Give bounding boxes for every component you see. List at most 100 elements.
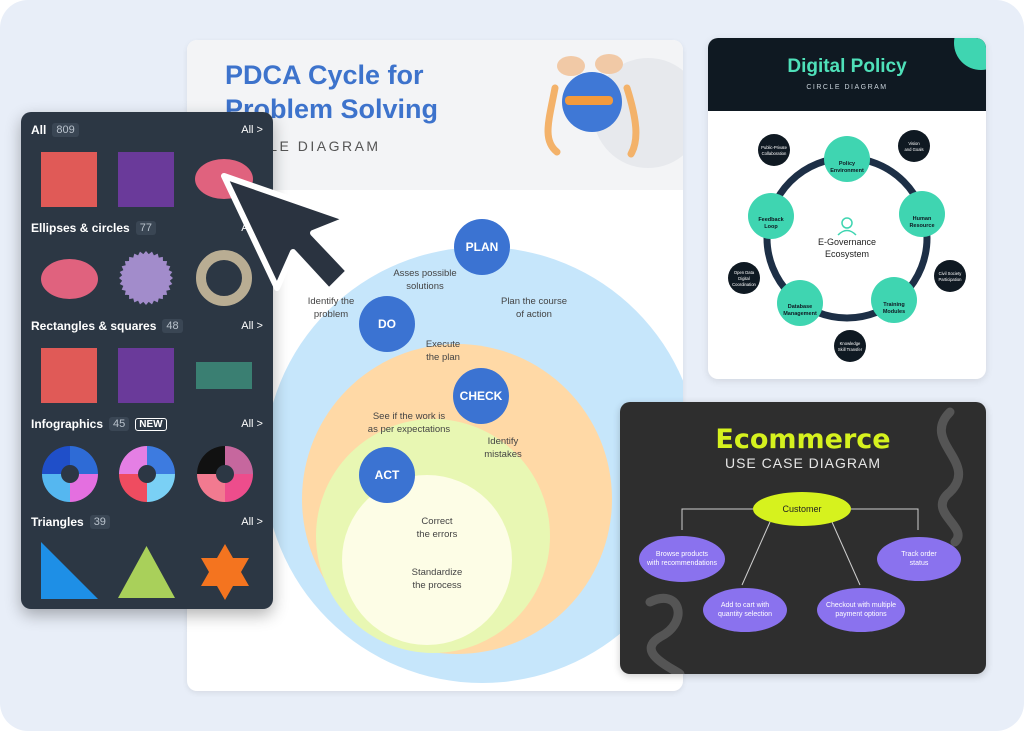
label-standardize-2: the process [412,580,461,591]
satellite-label: Public-Private [761,145,788,150]
do-node[interactable] [359,296,415,352]
label-see-2: as per expectations [368,424,451,435]
orange-star-shape[interactable] [197,542,253,602]
purple-square-shape[interactable] [118,152,174,207]
red-square-shape[interactable] [41,348,97,403]
donut-chart-pink-shape[interactable] [118,445,176,503]
label-plan-left: Asses possible [393,268,456,279]
act-node[interactable] [359,447,415,503]
satellite-label: Digital [738,276,750,281]
pink-ellipse-shape[interactable] [195,159,253,199]
use-case-add-to-cart[interactable] [703,588,787,632]
see-all-link[interactable]: All > [241,418,263,430]
ecom-title: Ecommerce [715,424,891,455]
donut-chart-black-shape[interactable] [196,445,254,503]
policy-header [708,38,986,111]
label-identify-2: problem [314,309,348,320]
policy-node-label: Human [913,216,932,222]
section-title: Rectangles & squares [31,319,157,333]
section-header-rectangles: Rectangles & squares 48 [31,317,183,335]
policy-node-label: Modules [883,309,905,315]
policy-diagram: E-Governance Ecosystem Policy Environmen… [728,130,966,362]
policy-node-human-resource[interactable] [899,191,945,237]
customer-node[interactable] [753,492,851,526]
policy-satellite-vision[interactable] [898,130,930,162]
policy-satellite-open-data[interactable] [728,262,760,294]
act-circle [342,475,512,645]
policy-node-label: Policy [839,161,856,167]
use-case-browse[interactable] [639,536,725,582]
label-mistakes-2: mistakes [484,449,522,460]
pdca-title-line1: PDCA Cycle for [225,60,424,90]
policy-node-label: Training [883,302,904,308]
check-node-label: CHECK [460,389,503,403]
policy-satellite-civil[interactable] [934,260,966,292]
section-title: Triangles [31,515,84,529]
policy-node-label: Environment [830,168,864,174]
person-icon [837,217,857,236]
see-all-link[interactable]: All > [241,222,263,234]
policy-satellite-public-private[interactable] [758,134,790,166]
use-case-label: payment options [835,611,887,618]
green-triangle-shape[interactable] [118,546,175,598]
use-case-label: Browse products [656,551,709,558]
label-execute: Execute [426,339,460,350]
section-title: Infographics [31,417,104,431]
section-header-ellipses: Ellipses & circles 77 [31,219,156,237]
policy-node-database[interactable] [777,280,823,326]
see-all-link[interactable]: All > [241,516,263,528]
donut-chart-blue-shape[interactable] [41,445,99,503]
red-square-shape[interactable] [41,152,97,207]
purple-square-shape[interactable] [118,348,174,403]
label-standardize: Standardize [412,567,463,578]
policy-satellite-knowledge[interactable] [834,330,866,362]
plan-node[interactable] [454,219,510,275]
tan-ring-shape[interactable] [196,250,252,306]
policy-node-label: Management [783,311,817,317]
use-case-label: Add to cart with [721,602,769,609]
section-header-triangles: Triangles 39 [31,513,110,531]
lavender-badge-shape[interactable] [118,250,174,306]
teal-rectangle-shape[interactable] [196,362,252,389]
use-case-checkout[interactable] [817,588,905,632]
policy-node-feedback[interactable] [748,193,794,239]
act-node-label: ACT [375,468,400,482]
pdca-template-card[interactable]: PDCA Cycle for Problem Solving CIRCLE DI… [187,40,683,691]
section-count: 39 [89,515,110,529]
pdca-diagram: Asses possible solutions Plan the course… [264,54,683,683]
policy-node-training[interactable] [871,277,917,323]
satellite-label: Civil Society [939,271,963,276]
label-execute-2: the plan [426,352,460,363]
section-count: 809 [52,123,79,137]
plan-node-label: PLAN [466,240,499,254]
digital-policy-template-card[interactable]: Digital Policy CIRCLE DIAGRAM E-Governan… [708,38,986,379]
policy-node-label: Feedback [758,217,784,223]
label-plan-right: Plan the course [501,296,567,307]
ecom-connectors [681,508,919,586]
see-all-link[interactable]: All > [241,320,263,332]
ecommerce-template-card[interactable]: Customer Browse products with recommenda… [620,402,986,674]
pink-ellipse-shape[interactable] [41,259,98,299]
label-correct: Correct [421,516,453,527]
section-title: Ellipses & circles [31,221,130,235]
policy-subtitle: CIRCLE DIAGRAM [806,84,888,91]
label-correct-2: the errors [417,529,458,540]
satellite-label: Coordination [732,282,756,287]
check-node[interactable] [453,368,509,424]
section-title: All [31,123,47,137]
blue-right-triangle-shape[interactable] [41,542,98,599]
section-count: 48 [162,319,183,333]
policy-center-line1: E-Governance [818,237,876,247]
label-mistakes: Identify [488,436,519,447]
satellite-label: Participation [938,277,962,282]
policy-title: Digital Policy [787,56,907,77]
label-plan-left-2: solutions [406,281,444,292]
see-all-link[interactable]: All > [241,124,263,136]
use-case-track-order[interactable] [877,537,961,581]
satellite-label: Vision [908,141,920,146]
label-see: See if the work is [373,411,446,422]
use-case-label: quantity selection [718,611,772,618]
policy-center-line2: Ecosystem [825,249,869,259]
policy-node-environment[interactable] [824,136,870,182]
